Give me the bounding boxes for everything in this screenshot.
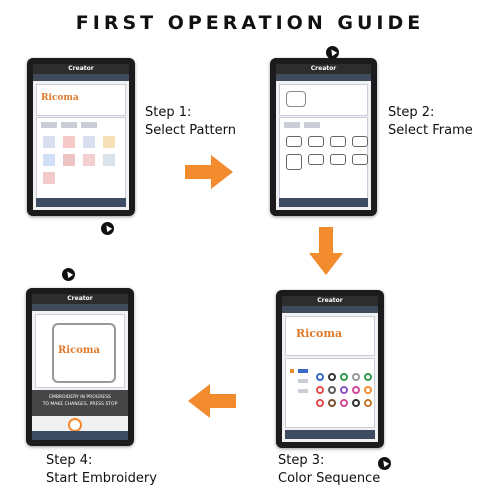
overlay-text-2: TO MAKE CHANGES, PRESS STOP [42,402,118,407]
tablet-step-2: Creator [270,58,377,216]
progress-overlay: EMBROIDERY IN PROGRESS TO MAKE CHANGES, … [32,390,128,416]
screen-start-embroidery: Creator Ricoma EMBROIDERY IN PROGRESS TO… [32,294,128,440]
step-1-label: Step 1: Select Pattern [145,105,237,138]
top-bar [32,294,128,304]
pointer-cursor-icon [62,268,75,281]
preview-logo: Ricoma [41,93,79,103]
pointer-cursor-icon [101,222,114,235]
page-title: FIRST OPERATION GUIDE [75,12,425,34]
frame-preview-panel [279,84,368,116]
step-3-label: Step 3: Color Sequence [278,453,381,486]
preview-logo: Ricoma [58,345,100,356]
start-button[interactable] [68,418,82,432]
brand-label: Creator [310,65,337,72]
pointer-cursor-icon [378,457,391,470]
tablet-step-1: Creator Ricoma [27,58,135,216]
tablet-step-3: Creator Ricoma [276,290,384,448]
frame-grid[interactable] [279,117,368,199]
sub-bar [33,74,129,81]
top-bar [282,296,378,306]
top-bar [33,64,129,74]
status-bar [32,431,128,440]
arrow-down-icon [309,227,343,275]
screen-select-pattern: Creator Ricoma [33,64,129,210]
sub-bar [282,306,378,313]
step-4-label: Step 4: Start Embroidery [46,453,157,486]
brand-label: Creator [67,295,93,302]
sub-bar [276,74,371,81]
pattern-preview-panel: Ricoma [36,84,126,116]
overlay-text: EMBROIDERY IN PROGRESS [49,395,111,400]
step-2-label: Step 2: Select Frame [388,105,473,138]
pattern-grid[interactable] [36,117,126,199]
confirm-bar[interactable] [285,430,375,439]
hoop-preview-panel: Ricoma [35,314,125,388]
screen-color-sequence: Creator Ricoma [282,296,378,442]
tablet-step-4: Creator Ricoma EMBROIDERY IN PROGRESS TO… [26,288,134,446]
confirm-bar[interactable] [36,198,126,207]
confirm-bar[interactable] [279,198,368,207]
arrow-right-icon [185,155,233,189]
arrow-left-icon [188,384,236,418]
sub-bar [32,304,128,311]
color-palette-panel[interactable] [285,358,375,428]
preview-logo: Ricoma [296,327,343,340]
brand-label: Creator [68,65,94,72]
brand-label: Creator [317,297,343,304]
screen-select-frame: Creator [276,64,371,210]
top-bar [276,64,371,74]
pointer-cursor-icon [326,46,339,59]
design-preview-panel: Ricoma [285,316,375,356]
